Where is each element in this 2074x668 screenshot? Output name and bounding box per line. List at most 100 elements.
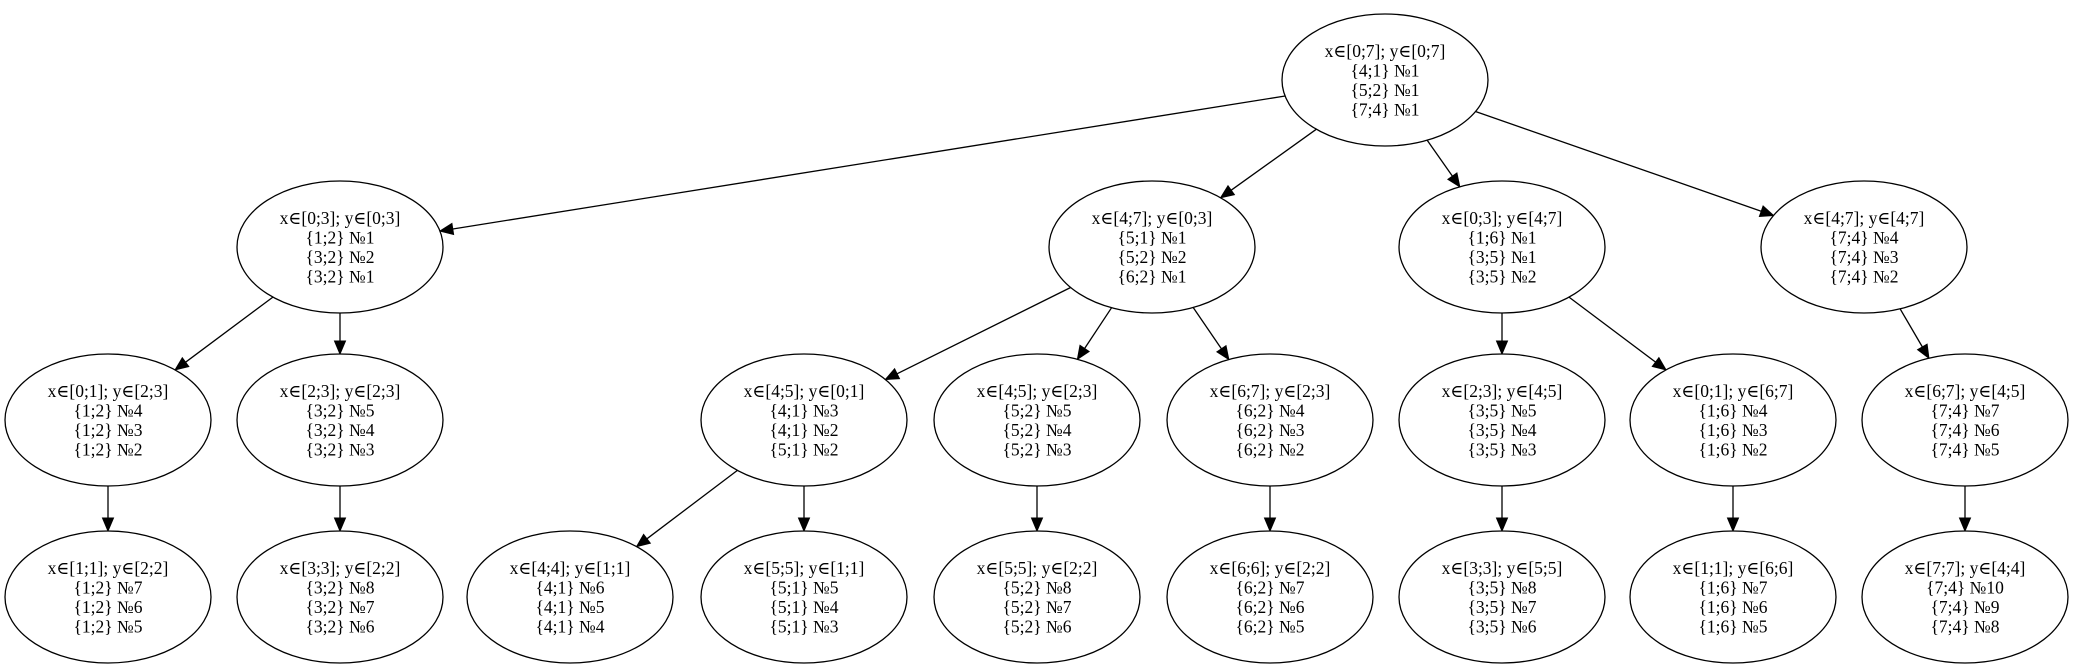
node-point-label: {6;2} №7 (1236, 577, 1305, 597)
node-region-label: x∈[6;7]; y∈[2;3] (1210, 381, 1331, 401)
node-region-label: x∈[6;6]; y∈[2;2] (1210, 558, 1331, 578)
edge-line (452, 95, 1286, 230)
arrowhead (1495, 517, 1509, 533)
arrowhead (438, 222, 455, 236)
node-point-label: {5;2} №4 (1003, 420, 1072, 440)
node-point-label: {5;2} №3 (1003, 439, 1072, 459)
tree-node-n2: x∈[4;7]; y∈[0;3]{5;1} №1{5;2} №2{6;2} №1 (1048, 180, 1256, 314)
node-point-label: {1;6} №2 (1699, 439, 1768, 459)
node-point-label: {7;4} №10 (1926, 577, 2004, 597)
edge-n8-n17 (1030, 486, 1044, 533)
edge-n0-n2 (1219, 128, 1317, 199)
edge-n1-n5 (174, 296, 274, 371)
node-point-label: {3;2} №3 (306, 439, 375, 459)
edge-n0-n4 (1475, 110, 1775, 217)
tree-node-n5: x∈[0;1]; y∈[2;3]{1;2} №4{1;2} №3{1;2} №2 (4, 353, 212, 487)
node-point-label: {3;2} №2 (306, 247, 375, 267)
node-ellipse (1281, 13, 1489, 147)
arrowhead (1076, 344, 1090, 361)
node-point-label: {7;4} №2 (1830, 266, 1899, 286)
node-point-label: {1;6} №1 (1468, 227, 1537, 247)
edge-n11-n20 (1726, 486, 1740, 533)
node-point-label: {4;1} №2 (770, 420, 839, 440)
edge-line (1899, 308, 1923, 348)
node-point-label: {1;6} №5 (1699, 616, 1768, 636)
arrowhead (635, 533, 652, 548)
node-region-label: x∈[1;1]; y∈[2;2] (48, 558, 169, 578)
node-point-label: {3;2} №4 (306, 420, 375, 440)
node-point-label: {3;5} №5 (1468, 400, 1537, 420)
node-region-label: x∈[3;3]; y∈[5;5] (1442, 558, 1563, 578)
tree-node-n8: x∈[4;5]; y∈[2;3]{5;2} №5{5;2} №4{5;2} №3 (933, 353, 1141, 487)
arrowhead (1916, 343, 1930, 360)
node-point-label: {6;2} №5 (1236, 616, 1305, 636)
node-ellipse (4, 530, 212, 664)
edge-n7-n16 (797, 486, 811, 533)
node-point-label: {3;2} №7 (306, 597, 375, 617)
node-point-label: {1;2} №2 (74, 439, 143, 459)
arrowhead (1263, 517, 1277, 533)
node-region-label: x∈[0;1]; y∈[6;7] (1673, 381, 1794, 401)
node-point-label: {6;2} №1 (1118, 266, 1187, 286)
arrowhead (1958, 517, 1972, 533)
node-ellipse (1398, 180, 1606, 314)
node-ellipse (700, 530, 908, 664)
node-ellipse (1861, 530, 2069, 664)
tree-node-n19: x∈[3;3]; y∈[5;5]{3;5} №8{3;5} №7{3;5} №6 (1398, 530, 1606, 664)
node-point-label: {1;2} №6 (74, 597, 143, 617)
node-point-label: {1;6} №6 (1699, 597, 1768, 617)
arrowhead (1030, 517, 1044, 533)
node-point-label: {3;5} №1 (1468, 247, 1537, 267)
node-region-label: x∈[0;7]; y∈[0;7] (1325, 41, 1446, 61)
node-ellipse (236, 353, 444, 487)
node-point-label: {5;1} №4 (770, 597, 839, 617)
node-region-label: x∈[4;7]; y∈[4;7] (1804, 208, 1925, 228)
node-region-label: x∈[0;3]; y∈[0;3] (280, 208, 401, 228)
edge-n9-n18 (1263, 486, 1277, 533)
edge-line (1426, 139, 1453, 177)
node-point-label: {5;1} №5 (770, 577, 839, 597)
node-point-label: {3;2} №8 (306, 577, 375, 597)
edge-line (646, 469, 738, 540)
node-point-label: {1;6} №4 (1699, 400, 1768, 420)
node-ellipse (933, 530, 1141, 664)
node-point-label: {4;1} №1 (1351, 60, 1420, 80)
node-point-label: {3;2} №5 (306, 400, 375, 420)
edge-line (1192, 307, 1222, 350)
node-point-label: {3;5} №3 (1468, 439, 1537, 459)
node-point-label: {3;5} №8 (1468, 577, 1537, 597)
tree-node-n4: x∈[4;7]; y∈[4;7]{7;4} №4{7;4} №3{7;4} №2 (1760, 180, 1968, 314)
node-ellipse (1760, 180, 1968, 314)
node-point-label: {5;1} №3 (770, 616, 839, 636)
node-ellipse (1398, 353, 1606, 487)
arrowhead (333, 517, 347, 533)
node-region-label: x∈[4;5]; y∈[2;3] (977, 381, 1098, 401)
tree-node-n10: x∈[2;3]; y∈[4;5]{3;5} №5{3;5} №4{3;5} №3 (1398, 353, 1606, 487)
node-ellipse (1629, 353, 1837, 487)
edge-n12-n21 (1958, 486, 1972, 533)
edge-line (896, 286, 1071, 375)
arrowhead (1726, 517, 1740, 533)
node-region-label: x∈[2;3]; y∈[4;5] (1442, 381, 1563, 401)
tree-node-n13: x∈[1;1]; y∈[2;2]{1;2} №7{1;2} №6{1;2} №5 (4, 530, 212, 664)
node-point-label: {7;4} №7 (1931, 400, 2000, 420)
edge-n3-n10 (1495, 313, 1509, 356)
edge-n0-n3 (1426, 139, 1461, 188)
node-point-label: {3;5} №4 (1468, 420, 1537, 440)
node-region-label: x∈[1;1]; y∈[6;6] (1673, 558, 1794, 578)
node-point-label: {3;5} №6 (1468, 616, 1537, 636)
tree-node-n7: x∈[4;5]; y∈[0;1]{4;1} №3{4;1} №2{5;1} №2 (700, 353, 908, 487)
edge-line (1084, 307, 1113, 349)
arrowhead (333, 340, 347, 356)
node-point-label: {5;2} №6 (1003, 616, 1072, 636)
tree-edges (101, 95, 1972, 548)
node-point-label: {6;2} №4 (1236, 400, 1305, 420)
node-ellipse (1048, 180, 1256, 314)
edge-n10-n19 (1495, 486, 1509, 533)
tree-node-n11: x∈[0;1]; y∈[6;7]{1;6} №4{1;6} №3{1;6} №2 (1629, 353, 1837, 487)
node-ellipse (1861, 353, 2069, 487)
node-region-label: x∈[2;3]; y∈[2;3] (280, 381, 401, 401)
node-region-label: x∈[5;5]; y∈[1;1] (744, 558, 865, 578)
tree-node-n20: x∈[1;1]; y∈[6;6]{1;6} №7{1;6} №6{1;6} №5 (1629, 530, 1837, 664)
